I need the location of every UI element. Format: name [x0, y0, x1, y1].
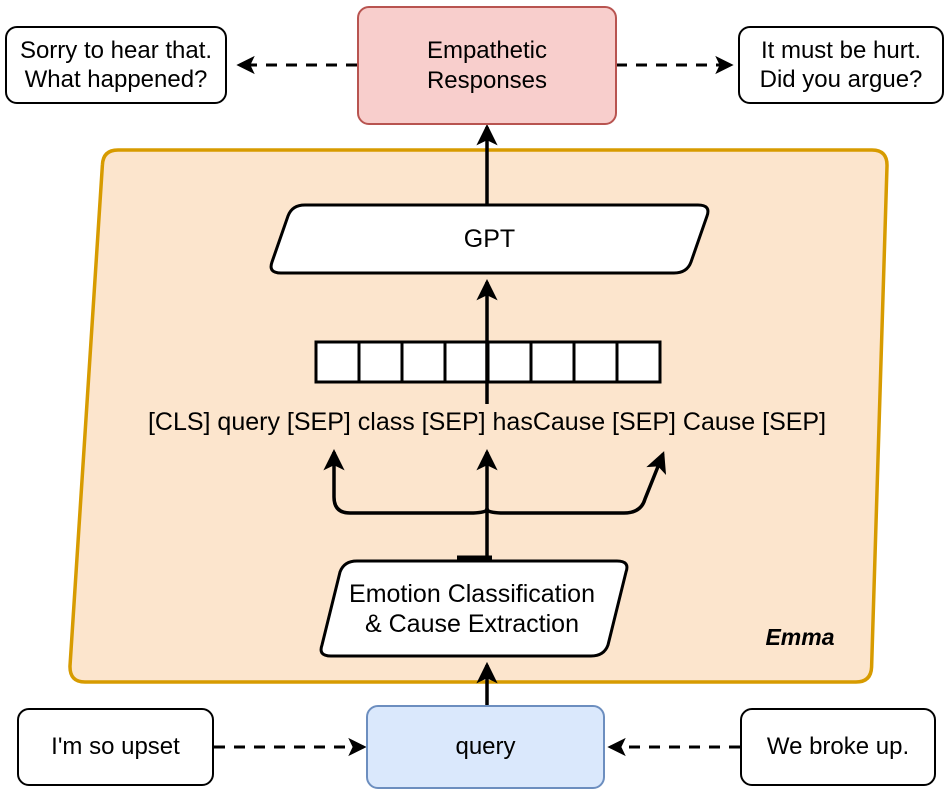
empathetic-responses-box[interactable]: Empathetic Responses [357, 6, 617, 125]
user-left-response-bubble[interactable]: Sorry to hear that. What happened? [5, 26, 227, 104]
token-cell [400, 340, 447, 384]
user-left-input-label: I'm so upset [51, 733, 180, 761]
emma-system-boundary [68, 148, 889, 684]
emma-system-label: Emma [740, 620, 860, 654]
token-sequence-text: [CLS] query [SEP] class [SEP] hasCause [… [95, 405, 879, 439]
emotion-module-label-wrap: Emotion Classification & Cause Extractio… [322, 561, 622, 656]
empathetic-responses-label: Empathetic Responses [426, 37, 548, 94]
token-cell [443, 340, 490, 384]
gpt-label: GPT [463, 225, 516, 253]
token-cell [615, 340, 662, 384]
query-label: query [455, 733, 516, 761]
query-box[interactable]: query [366, 705, 605, 789]
gpt-label-wrap: GPT [272, 205, 707, 273]
token-cell [357, 340, 404, 384]
token-sequence-label: [CLS] query [SEP] class [SEP] hasCause [… [147, 407, 827, 436]
user-right-response-bubble[interactable]: It must be hurt. Did you argue? [738, 26, 944, 104]
emma-text: Emma [765, 623, 835, 650]
user-left-response-label: Sorry to hear that. What happened? [19, 36, 213, 93]
token-cell [314, 340, 361, 384]
token-cell [572, 340, 619, 384]
token-cell [529, 340, 576, 384]
edge-emotion-fanout [323, 448, 667, 563]
emotion-module-shape[interactable] [319, 559, 629, 658]
user-right-input-label: We broke up. [766, 733, 910, 761]
emotion-module-label: Emotion Classification & Cause Extractio… [349, 579, 595, 638]
token-cell-strip [314, 340, 662, 384]
gpt-shape[interactable] [269, 203, 710, 275]
token-cell [486, 340, 533, 384]
user-right-response-label: It must be hurt. Did you argue? [759, 36, 923, 93]
user-left-input-bubble[interactable]: I'm so upset [17, 708, 214, 786]
user-right-input-bubble[interactable]: We broke up. [740, 708, 936, 786]
